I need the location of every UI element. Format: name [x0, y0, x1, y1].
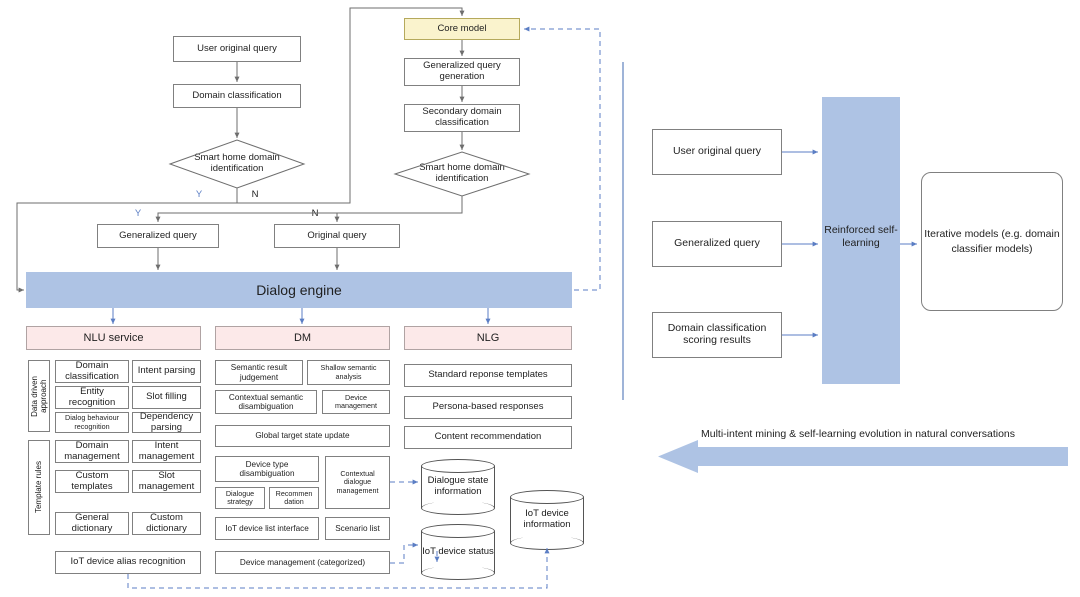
- box-persona-based-responses[interactable]: Persona-based responses: [404, 396, 572, 419]
- panel-divider: [622, 62, 624, 400]
- box-device-management[interactable]: Device management: [322, 390, 390, 414]
- box-generalized-query-generation[interactable]: Generalized query generation: [404, 58, 520, 86]
- band-dialog-engine[interactable]: Dialog engine: [26, 272, 572, 308]
- label-no-branch-1: N: [251, 189, 259, 200]
- box-contextual-semantic-disambiguation[interactable]: Contextual semantic disambiguation: [215, 390, 317, 414]
- datastore-dialogue-state-information[interactable]: Dialogue state information: [421, 459, 495, 515]
- cylinder-top: [421, 524, 495, 538]
- box-iterative-models[interactable]: Iterative models (e.g. domain classifier…: [921, 172, 1063, 311]
- box-scenario-list[interactable]: Scenario list: [325, 517, 390, 540]
- cylinder-top: [510, 490, 584, 504]
- box-slot-management[interactable]: Slot management: [132, 470, 201, 493]
- group-label-data-driven-approach-text: Data driven approach: [29, 375, 48, 417]
- label-no-branch-2: N: [311, 208, 319, 219]
- box-recommendation[interactable]: Recommen dation: [269, 487, 319, 509]
- header-dm[interactable]: DM: [215, 326, 390, 350]
- decision-smart-home-identification-2[interactable]: Smart home domain identification: [419, 162, 505, 184]
- group-label-template-rules: Template rules: [28, 440, 50, 535]
- label-reinforced-self-learning: Reinforced self-learning: [824, 224, 898, 250]
- cylinder-top: [421, 459, 495, 473]
- box-domain-classification[interactable]: Domain classification: [173, 84, 301, 108]
- box-device-management-categorized[interactable]: Device management (categorized): [215, 551, 390, 574]
- caption-multi-intent-mining: Multi-intent mining & self-learning evol…: [701, 428, 1015, 440]
- box-global-target-state-update[interactable]: Global target state update: [215, 425, 390, 447]
- decision-smart-home-identification-1[interactable]: Smart home domain identification: [194, 152, 280, 174]
- box-contextual-dialogue-management[interactable]: Contextual dialogue management: [325, 456, 390, 509]
- box-generalized-query[interactable]: Generalized query: [97, 224, 219, 248]
- box-dialog-behaviour-recognition[interactable]: Dialog behaviour recognition: [55, 412, 129, 433]
- box-user-original-query[interactable]: User original query: [173, 36, 301, 62]
- box-core-model[interactable]: Core model: [404, 18, 520, 40]
- box-right-generalized-query[interactable]: Generalized query: [652, 221, 782, 267]
- box-iot-device-alias-recognition[interactable]: IoT device alias recognition: [55, 551, 201, 574]
- box-shallow-semantic-analysis[interactable]: Shallow semantic analysis: [307, 360, 390, 385]
- box-domain-management[interactable]: Domain management: [55, 440, 129, 463]
- big-left-arrow: [658, 440, 1068, 473]
- box-original-query[interactable]: Original query: [274, 224, 400, 248]
- box-semantic-result-judgement[interactable]: Semantic result judgement: [215, 360, 303, 385]
- datastore-iot-device-status[interactable]: IoT device status: [421, 524, 495, 580]
- box-right-domain-classification-scoring-results[interactable]: Domain classification scoring results: [652, 312, 782, 358]
- label-yes-branch-1: Y: [195, 189, 203, 200]
- datastore-label: Dialogue state information: [427, 475, 489, 497]
- box-domain-classification-nlu[interactable]: Domain classification: [55, 360, 129, 383]
- label-yes-branch-2: Y: [134, 208, 142, 219]
- datastore-label: IoT device status: [422, 545, 494, 557]
- group-label-data-driven-approach: Data driven approach: [28, 360, 50, 432]
- datastore-label: IoT device information: [523, 508, 571, 530]
- group-label-template-rules-text: Template rules: [34, 461, 44, 514]
- box-custom-dictionary[interactable]: Custom dictionary: [132, 512, 201, 535]
- box-iot-device-list-interface[interactable]: IoT device list interface: [215, 517, 319, 540]
- cylinder-bottom: [421, 501, 495, 515]
- box-content-recommendation[interactable]: Content recommendation: [404, 426, 572, 449]
- box-intent-parsing[interactable]: Intent parsing: [132, 360, 201, 383]
- box-intent-management[interactable]: Intent management: [132, 440, 201, 463]
- band-reinforced-self-learning[interactable]: [822, 97, 900, 384]
- box-right-user-original-query[interactable]: User original query: [652, 129, 782, 175]
- box-dialogue-strategy[interactable]: Dialogue strategy: [215, 487, 265, 509]
- box-slot-filling[interactable]: Slot filling: [132, 386, 201, 409]
- box-device-type-disambiguation[interactable]: Device type disambiguation: [215, 456, 319, 482]
- box-custom-templates[interactable]: Custom templates: [55, 470, 129, 493]
- feedback-dashed-path: [524, 26, 601, 291]
- box-secondary-domain-classification[interactable]: Secondary domain classification: [404, 104, 520, 132]
- header-nlu-service[interactable]: NLU service: [26, 326, 201, 350]
- box-entity-recognition[interactable]: Entity recognition: [55, 386, 129, 409]
- header-nlg[interactable]: NLG: [404, 326, 572, 350]
- box-general-dictionary[interactable]: General dictionary: [55, 512, 129, 535]
- datastore-iot-device-information[interactable]: IoT device information: [510, 490, 584, 550]
- box-dependency-parsing[interactable]: Dependency parsing: [132, 411, 201, 433]
- box-standard-reponse-templates[interactable]: Standard reponse templates: [404, 364, 572, 387]
